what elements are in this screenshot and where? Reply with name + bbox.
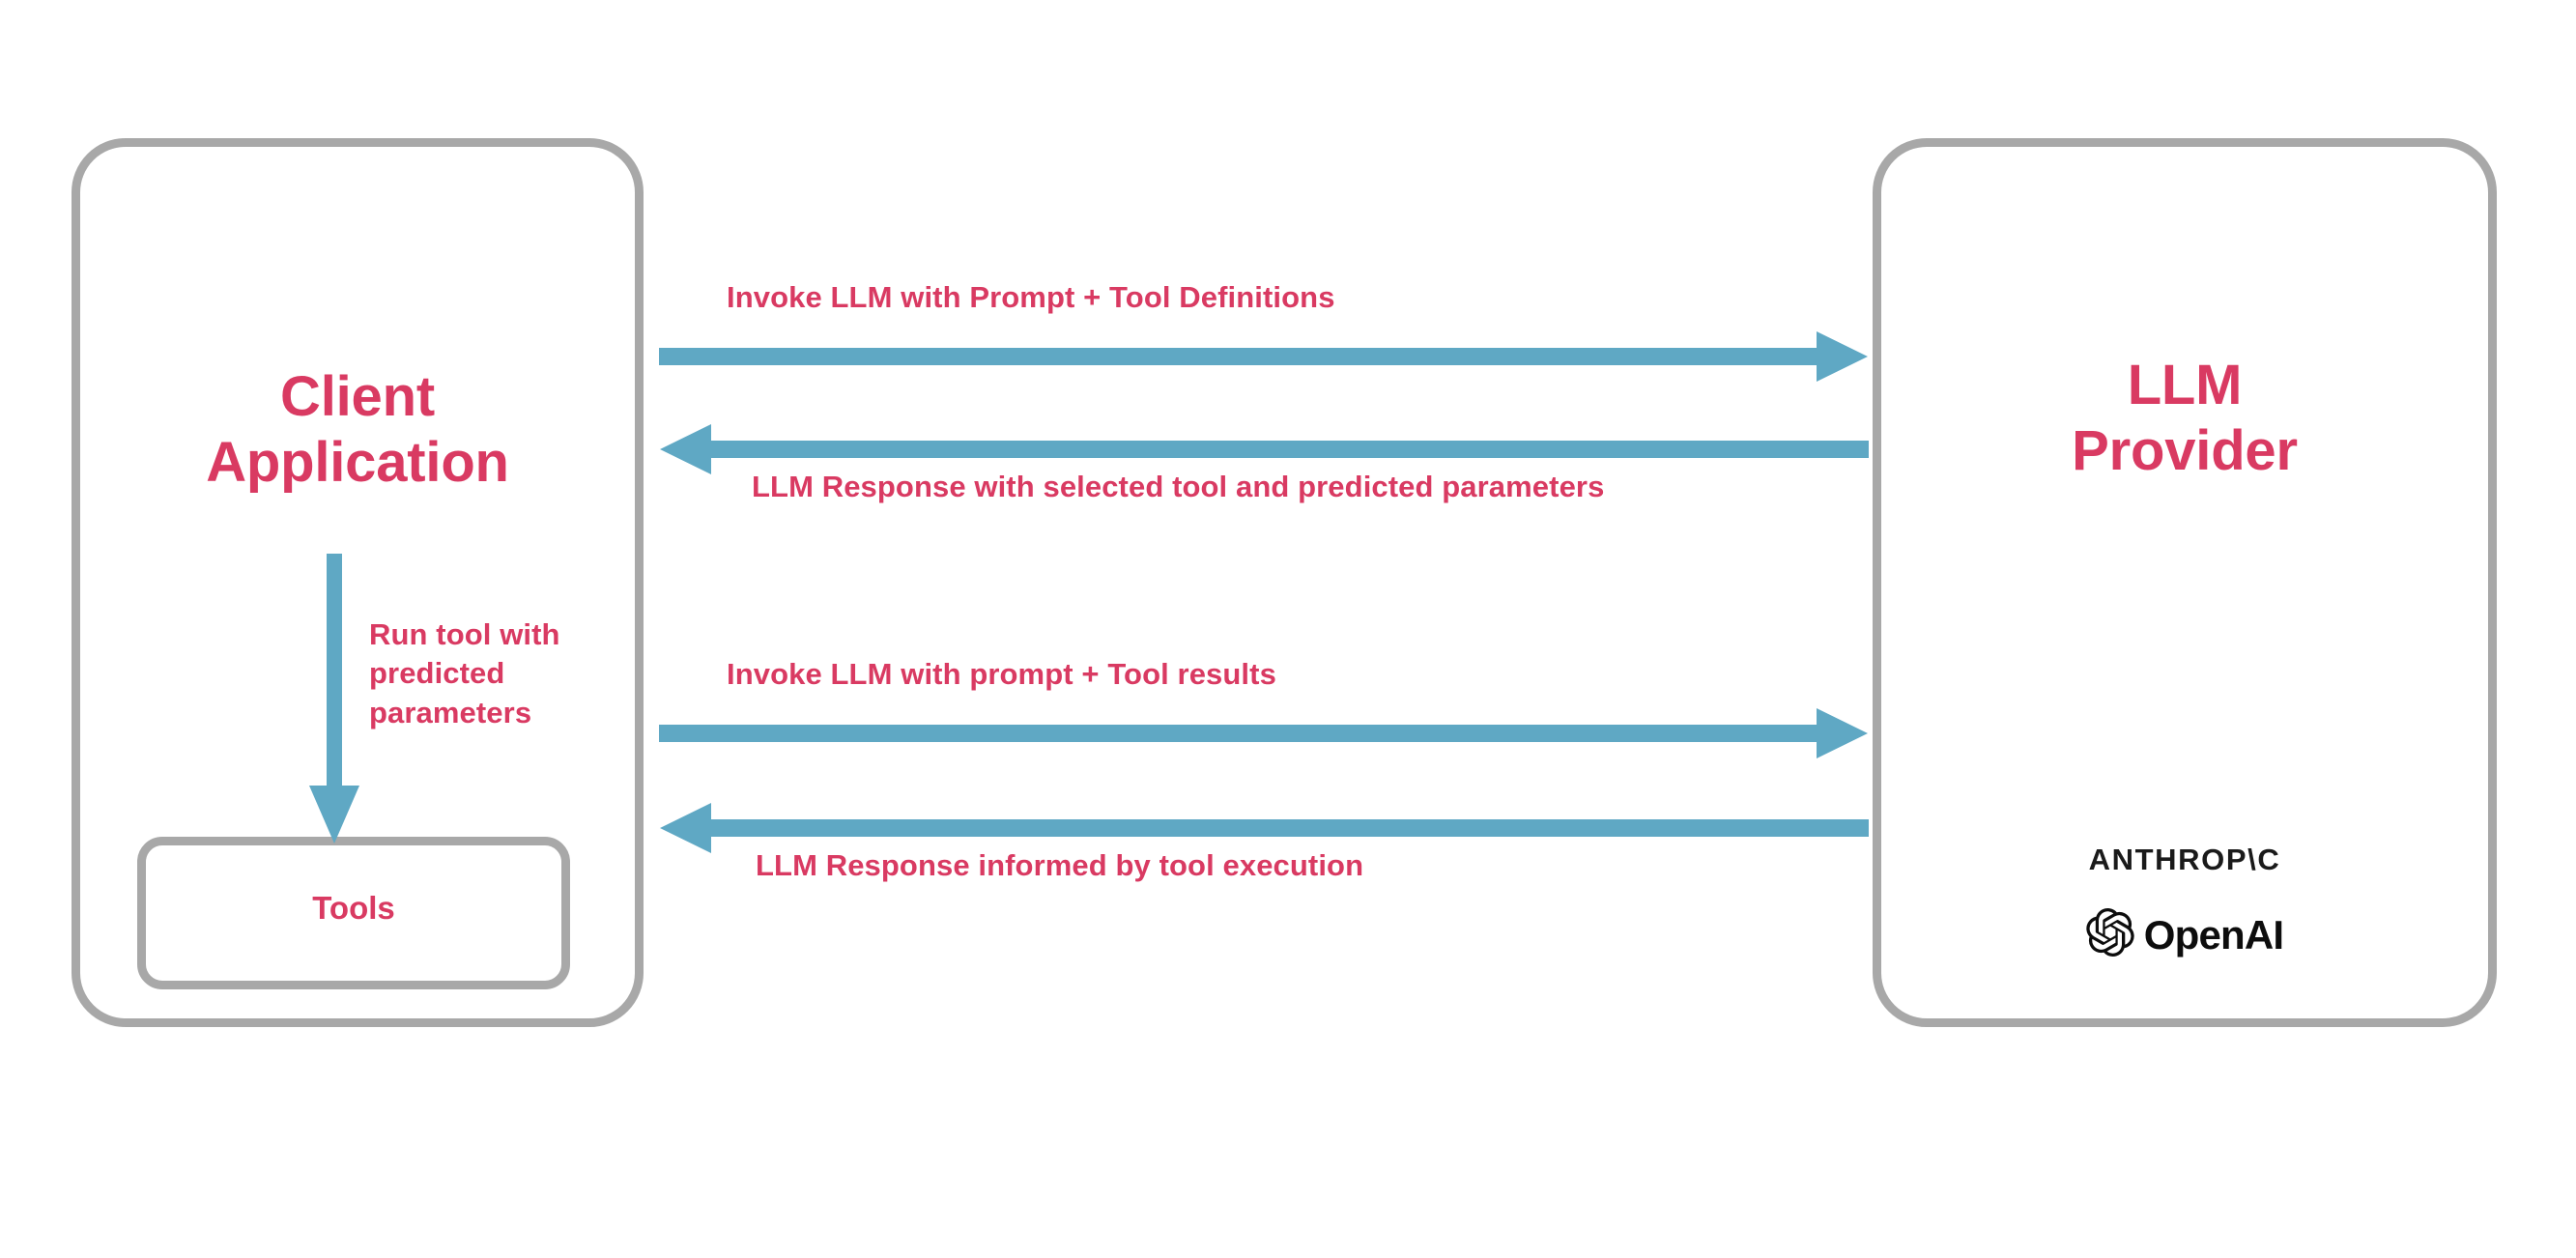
llm-response-tool-execution-label: LLM Response informed by tool execution — [756, 848, 1364, 882]
openai-wordmark: OpenAI — [2143, 911, 2284, 958]
anthropic-logo: ANTHROP\C — [2088, 843, 2281, 876]
tools-box[interactable] — [137, 837, 570, 989]
run-tool-arrow — [307, 554, 361, 845]
llm-provider-title: LLM Provider — [2072, 354, 2298, 483]
invoke-llm-prompt-tools-arrow — [659, 329, 1869, 384]
run-tool-arrow-label: Run tool with predicted parameters — [369, 617, 560, 729]
openai-logo: OpenAI — [1873, 908, 2497, 961]
llm-response-selected-tool-label: LLM Response with selected tool and pred… — [752, 470, 1605, 503]
client-application-title: Client Application — [206, 365, 509, 495]
invoke-llm-tool-results-arrow — [659, 706, 1869, 760]
invoke-llm-tool-results-label: Invoke LLM with prompt + Tool results — [727, 657, 1276, 691]
llm-provider-box[interactable] — [1873, 138, 2497, 1027]
llm-response-tool-execution-arrow — [659, 801, 1869, 855]
tools-label: Tools — [312, 890, 395, 926]
llm-response-selected-tool-arrow — [659, 422, 1869, 476]
openai-knot-icon — [2086, 908, 2134, 961]
invoke-llm-prompt-tools-label: Invoke LLM with Prompt + Tool Definition… — [727, 280, 1335, 314]
